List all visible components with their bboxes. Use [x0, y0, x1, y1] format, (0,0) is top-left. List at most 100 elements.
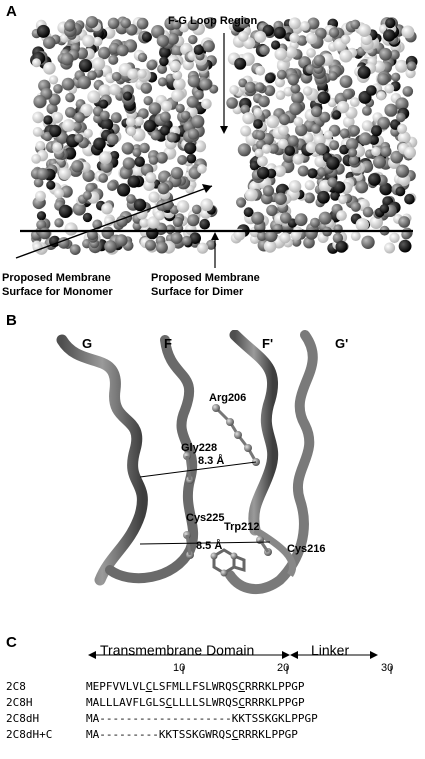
atom-sphere	[317, 190, 330, 204]
atom-sphere	[115, 234, 128, 247]
atom-sphere	[376, 91, 386, 101]
atom-sphere	[273, 26, 286, 39]
atom-sphere	[318, 211, 332, 225]
atom-sphere	[204, 17, 217, 29]
atom-sphere	[64, 222, 78, 236]
atom-sphere	[191, 115, 205, 129]
atom-sphere	[384, 83, 395, 94]
atom-sphere	[259, 45, 270, 56]
atom-sphere	[330, 191, 340, 201]
atom-sphere	[304, 192, 315, 204]
atom-sphere	[148, 155, 159, 165]
panel-b-ribbon-figure	[56, 330, 318, 594]
atom-sphere	[289, 32, 300, 44]
atom-sphere	[304, 180, 315, 191]
atom-sphere	[336, 210, 347, 221]
atom-sphere	[290, 83, 301, 94]
atom-sphere	[74, 133, 84, 143]
atom-sphere	[134, 156, 145, 167]
fg-loop-label: F-G Loop Region	[168, 15, 258, 27]
atom-sphere	[226, 97, 238, 109]
atom-sphere	[107, 17, 120, 29]
atom-sphere	[264, 72, 276, 84]
atom-sphere	[313, 54, 326, 67]
atom-sphere	[379, 47, 392, 61]
atom-sphere	[303, 236, 315, 249]
atom-sphere	[390, 150, 404, 164]
atom-sphere	[362, 206, 374, 218]
atom-sphere	[384, 103, 398, 117]
atom-sphere	[289, 102, 302, 116]
atom-sphere	[36, 219, 47, 230]
atom-sphere	[319, 111, 331, 123]
atom-sphere	[122, 157, 136, 170]
sequence-name: 2C8	[6, 680, 26, 693]
sequence-name: 2C8dH	[6, 712, 40, 725]
atom-sphere	[178, 22, 190, 33]
atom-sphere	[258, 95, 270, 108]
atom-sphere	[329, 140, 340, 151]
atom-sphere	[69, 244, 81, 256]
atom-sphere	[58, 204, 72, 218]
atom-sphere	[389, 232, 400, 243]
atom-sphere	[229, 85, 239, 95]
atom-sphere	[107, 180, 118, 191]
monomer-surface-label-line1: Proposed Membrane	[2, 272, 111, 284]
atom-sphere	[109, 84, 121, 96]
atom-sphere	[404, 193, 415, 205]
atom-sphere	[262, 185, 275, 197]
atom-sphere	[53, 84, 63, 94]
atom-sphere	[157, 182, 170, 195]
atom-sphere	[251, 211, 265, 225]
atom-sphere	[101, 226, 115, 240]
atom-sphere	[58, 167, 72, 180]
atom-sphere	[160, 125, 171, 136]
atom-sphere	[313, 134, 326, 147]
panel-a-protein-figure	[15, 16, 418, 268]
atom-sphere	[155, 241, 168, 254]
dimer-surface-label-line1: Proposed Membrane	[151, 272, 260, 284]
atom-sphere	[339, 128, 350, 139]
atom-sphere	[194, 90, 204, 100]
tm-domain-label: Transmembrane Domain	[100, 642, 255, 658]
atom-sphere	[383, 29, 396, 42]
atom-sphere	[154, 210, 165, 221]
atom-sphere	[54, 218, 64, 228]
atom-sphere	[391, 72, 401, 82]
atom-sphere	[126, 194, 136, 204]
atom-sphere	[33, 95, 47, 109]
atom-sphere	[338, 194, 348, 205]
atom-sphere	[106, 133, 119, 146]
atom-sphere	[98, 84, 112, 98]
atom-sphere	[274, 192, 287, 205]
atom-sphere	[253, 107, 263, 117]
atom-sphere	[87, 70, 97, 81]
atom-sphere	[181, 235, 192, 246]
atom-sphere	[136, 17, 149, 30]
atom-sphere	[52, 112, 64, 123]
atom-sphere	[336, 100, 350, 114]
atom-sphere	[401, 229, 412, 240]
helix-g-ribbon	[56, 334, 148, 586]
atom-sphere	[199, 218, 210, 230]
atom-sphere	[380, 146, 392, 157]
atom-sphere	[328, 27, 340, 38]
atom-sphere	[288, 180, 302, 193]
atom-sphere	[369, 215, 383, 229]
atom-sphere	[335, 240, 348, 253]
atom-sphere	[33, 177, 44, 188]
atom-sphere	[299, 21, 310, 31]
atom-sphere	[137, 52, 148, 63]
dimer-surface-label-line2: Surface for Dimer	[151, 286, 244, 298]
atom-sphere	[170, 232, 183, 244]
atom-sphere	[401, 25, 415, 39]
atom-sphere	[132, 148, 142, 157]
atom-sphere	[280, 212, 292, 224]
atom-sphere	[339, 75, 353, 88]
trp212-label: Trp212	[224, 521, 260, 533]
atom-sphere	[355, 218, 369, 232]
atom-sphere	[348, 148, 358, 158]
atom-sphere	[145, 239, 156, 251]
helix-gprime-label: G'	[335, 336, 349, 351]
